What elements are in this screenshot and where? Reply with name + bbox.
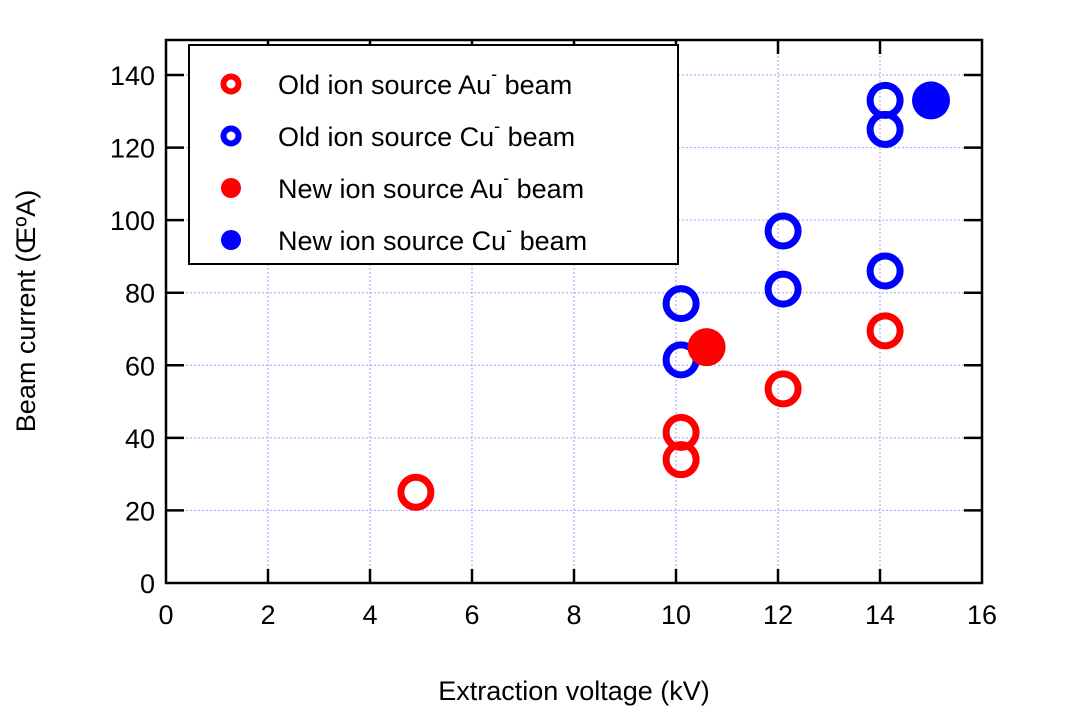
x-tick-label: 0 xyxy=(158,600,173,630)
x-tick-label: 4 xyxy=(362,600,377,630)
legend-label: New ion source Au- beam xyxy=(278,168,584,204)
x-tick-label: 14 xyxy=(865,600,895,630)
legend-open-circle-icon xyxy=(220,125,242,147)
y-axis-title: Beam current (ŒºA) xyxy=(11,190,41,432)
y-tick-label: 100 xyxy=(110,206,155,236)
y-tick-label: 60 xyxy=(125,351,155,381)
x-tick-label: 12 xyxy=(763,600,793,630)
x-axis-title: Extraction voltage (kV) xyxy=(438,676,710,706)
open-circle-marker xyxy=(866,252,904,290)
y-tick-label: 20 xyxy=(125,496,155,526)
x-tick-labels: 0 2 4 6 8 10 12 14 16 xyxy=(158,600,997,630)
y-tick-labels: 0 20 40 60 80 100 120 140 xyxy=(110,61,155,599)
plot-frame xyxy=(164,38,984,585)
open-circle-marker xyxy=(662,441,700,479)
series-old-ion-source-au-beam xyxy=(397,312,904,511)
x-tick-label: 6 xyxy=(464,600,479,630)
series-old-ion-source-cu-beam xyxy=(662,81,904,379)
legend-filled-circle-icon xyxy=(221,178,241,198)
legend-label: Old ion source Cu- beam xyxy=(278,116,575,152)
x-tick-label: 16 xyxy=(967,600,997,630)
x-tick-label: 10 xyxy=(661,600,691,630)
y-tick-label: 40 xyxy=(125,424,155,454)
legend-open-circle-icon xyxy=(220,73,242,95)
x-tick-label: 2 xyxy=(260,600,275,630)
legend-item: New ion source Cu- beam xyxy=(221,220,587,256)
legend-box xyxy=(188,44,679,265)
filled-circle-marker xyxy=(912,81,950,120)
open-circle-marker xyxy=(866,81,904,119)
open-circle-marker xyxy=(866,312,904,350)
y-tick-label: 120 xyxy=(110,134,155,164)
x-tick-label: 8 xyxy=(566,600,581,630)
legend-item: Old ion source Au- beam xyxy=(220,64,572,100)
y-tick-label: 80 xyxy=(125,279,155,309)
open-circle-marker xyxy=(764,212,802,250)
open-circle-marker xyxy=(764,270,802,308)
open-circle-marker xyxy=(397,473,435,511)
open-circle-marker xyxy=(662,285,700,323)
legend-item: Old ion source Cu- beam xyxy=(220,116,575,152)
y-tick-label: 140 xyxy=(110,61,155,91)
y-tick-label: 0 xyxy=(140,569,155,599)
legend-label: New ion source Cu- beam xyxy=(278,220,587,256)
legend-item: New ion source Au- beam xyxy=(221,168,584,204)
series-new-ion-source-au-beam xyxy=(687,328,726,367)
legend-filled-circle-icon xyxy=(221,230,241,250)
legend-label: Old ion source Au- beam xyxy=(278,64,572,100)
open-circle-marker xyxy=(764,370,802,408)
filled-circle-marker xyxy=(687,328,726,367)
series-new-ion-source-cu-beam xyxy=(912,81,950,120)
data-points xyxy=(397,81,950,511)
open-circle-marker xyxy=(866,110,904,148)
